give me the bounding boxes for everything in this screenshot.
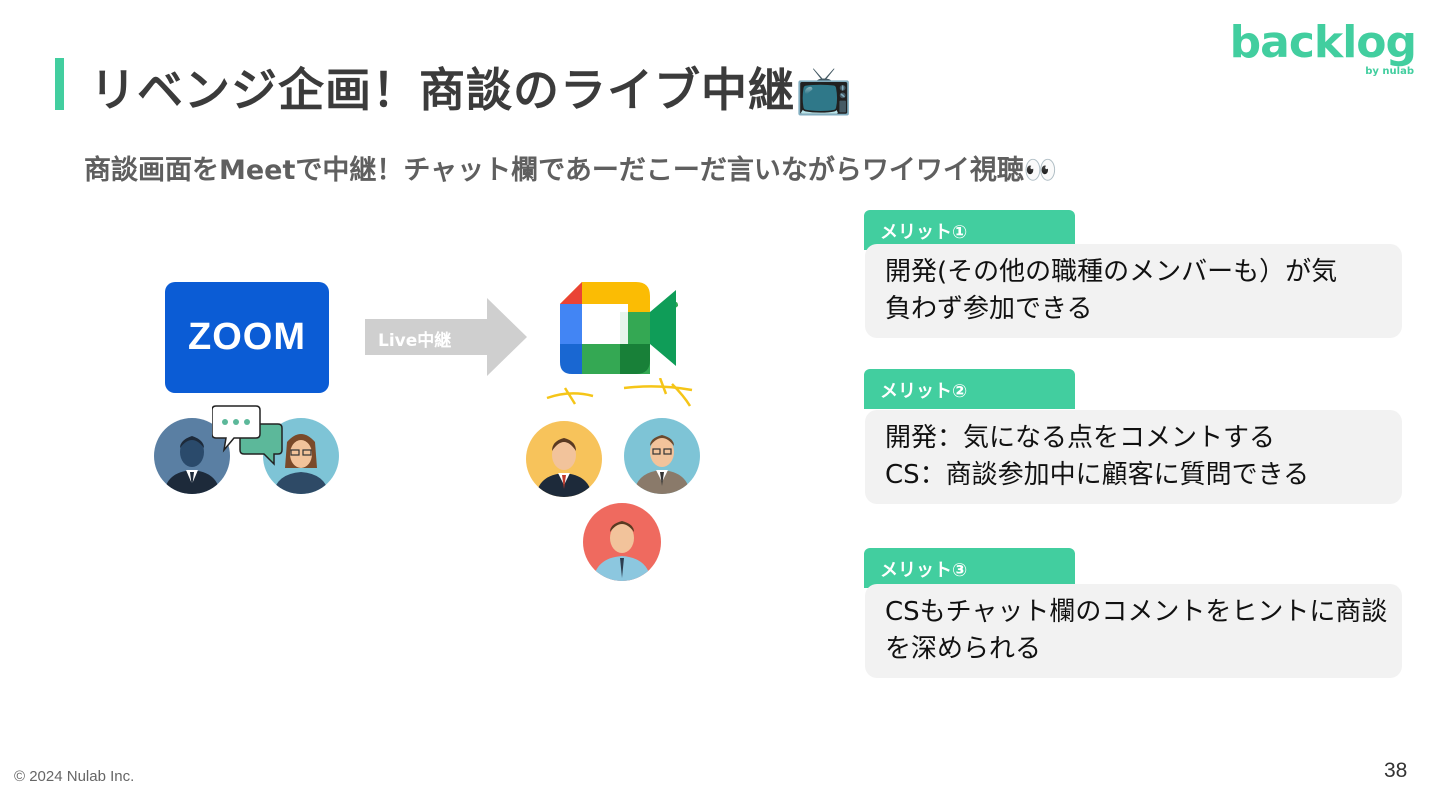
merit-box-1: 開発(その他の職種のメンバーも）が気 負わず参加できる: [865, 244, 1402, 338]
backlog-logo: backlog by nulab: [1230, 18, 1420, 82]
merit-tag-label: メリット③: [880, 560, 968, 581]
google-meet-icon: [560, 282, 678, 374]
slide-title: リベンジ企画！商談のライブ中継📺: [90, 63, 854, 117]
merit-tag-2: メリット②: [864, 369, 1075, 409]
page-number: 38: [1384, 759, 1408, 782]
merit-text: 開発：気になる点をコメントする CS：商談参加中に顧客に質問できる: [885, 423, 1310, 490]
arrow-right-icon: [365, 298, 527, 376]
person-avatar-icon: [583, 503, 661, 581]
person-avatar-icon: [526, 421, 602, 497]
sparkle-left-icon: [546, 387, 594, 405]
merit-tag-3: メリット③: [864, 548, 1075, 588]
zoom-label: ZOOM: [188, 316, 306, 358]
merit-tag-1: メリット①: [864, 210, 1075, 250]
zoom-logo: ZOOM: [165, 282, 329, 393]
person-avatar-icon: [154, 418, 230, 494]
title-accent-bar: [55, 58, 64, 110]
merit-tag-label: メリット②: [880, 381, 968, 402]
merit-box-3: CSもチャット欄のコメントをヒントに商談 を深められる: [865, 584, 1402, 678]
merit-text: 開発(その他の職種のメンバーも）が気 負わず参加できる: [885, 257, 1338, 324]
sparkle-right-icon: [623, 378, 693, 407]
merit-tag-label: メリット①: [880, 222, 968, 243]
merit-text: CSもチャット欄のコメントをヒントに商談 を深められる: [885, 597, 1388, 664]
chat-bubble-icon: [212, 405, 283, 466]
slide-subtitle: 商談画面をMeetで中継！チャット欄であーだこーだ言いながらワイワイ視聴👀: [84, 155, 1058, 186]
logo-wordmark: backlog: [1229, 17, 1417, 68]
arrow-label: Live中継: [378, 331, 452, 351]
logo-byline: by nulab: [1365, 66, 1414, 77]
merit-box-2: 開発：気になる点をコメントする CS：商談参加中に顧客に質問できる: [865, 410, 1402, 504]
person-avatar-icon: [624, 418, 700, 494]
footer-copyright: © 2024 Nulab Inc.: [14, 768, 135, 785]
